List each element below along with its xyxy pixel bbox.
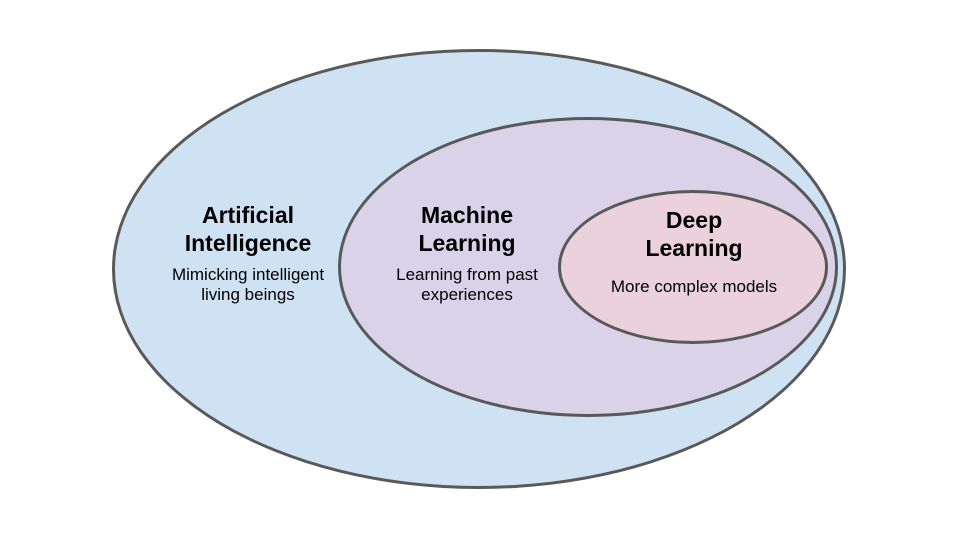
deep-learning-ellipse (558, 190, 828, 344)
machine-learning-title: Machine Learning (418, 202, 516, 256)
artificial-intelligence-subtitle: Mimicking intelligent living beings (171, 265, 325, 304)
machine-learning-subtitle: Learning from past experiences (396, 265, 538, 304)
deep-learning-subtitle: More complex models (610, 277, 778, 296)
deep-learning-label: Deep Learning More complex models (569, 206, 819, 297)
artificial-intelligence-title: Artificial Intelligence (184, 202, 312, 256)
machine-learning-label: Machine Learning Learning from past expe… (342, 201, 592, 305)
deep-learning-title: Deep Learning (645, 207, 743, 261)
artificial-intelligence-label: Artificial Intelligence Mimicking intell… (123, 201, 373, 305)
